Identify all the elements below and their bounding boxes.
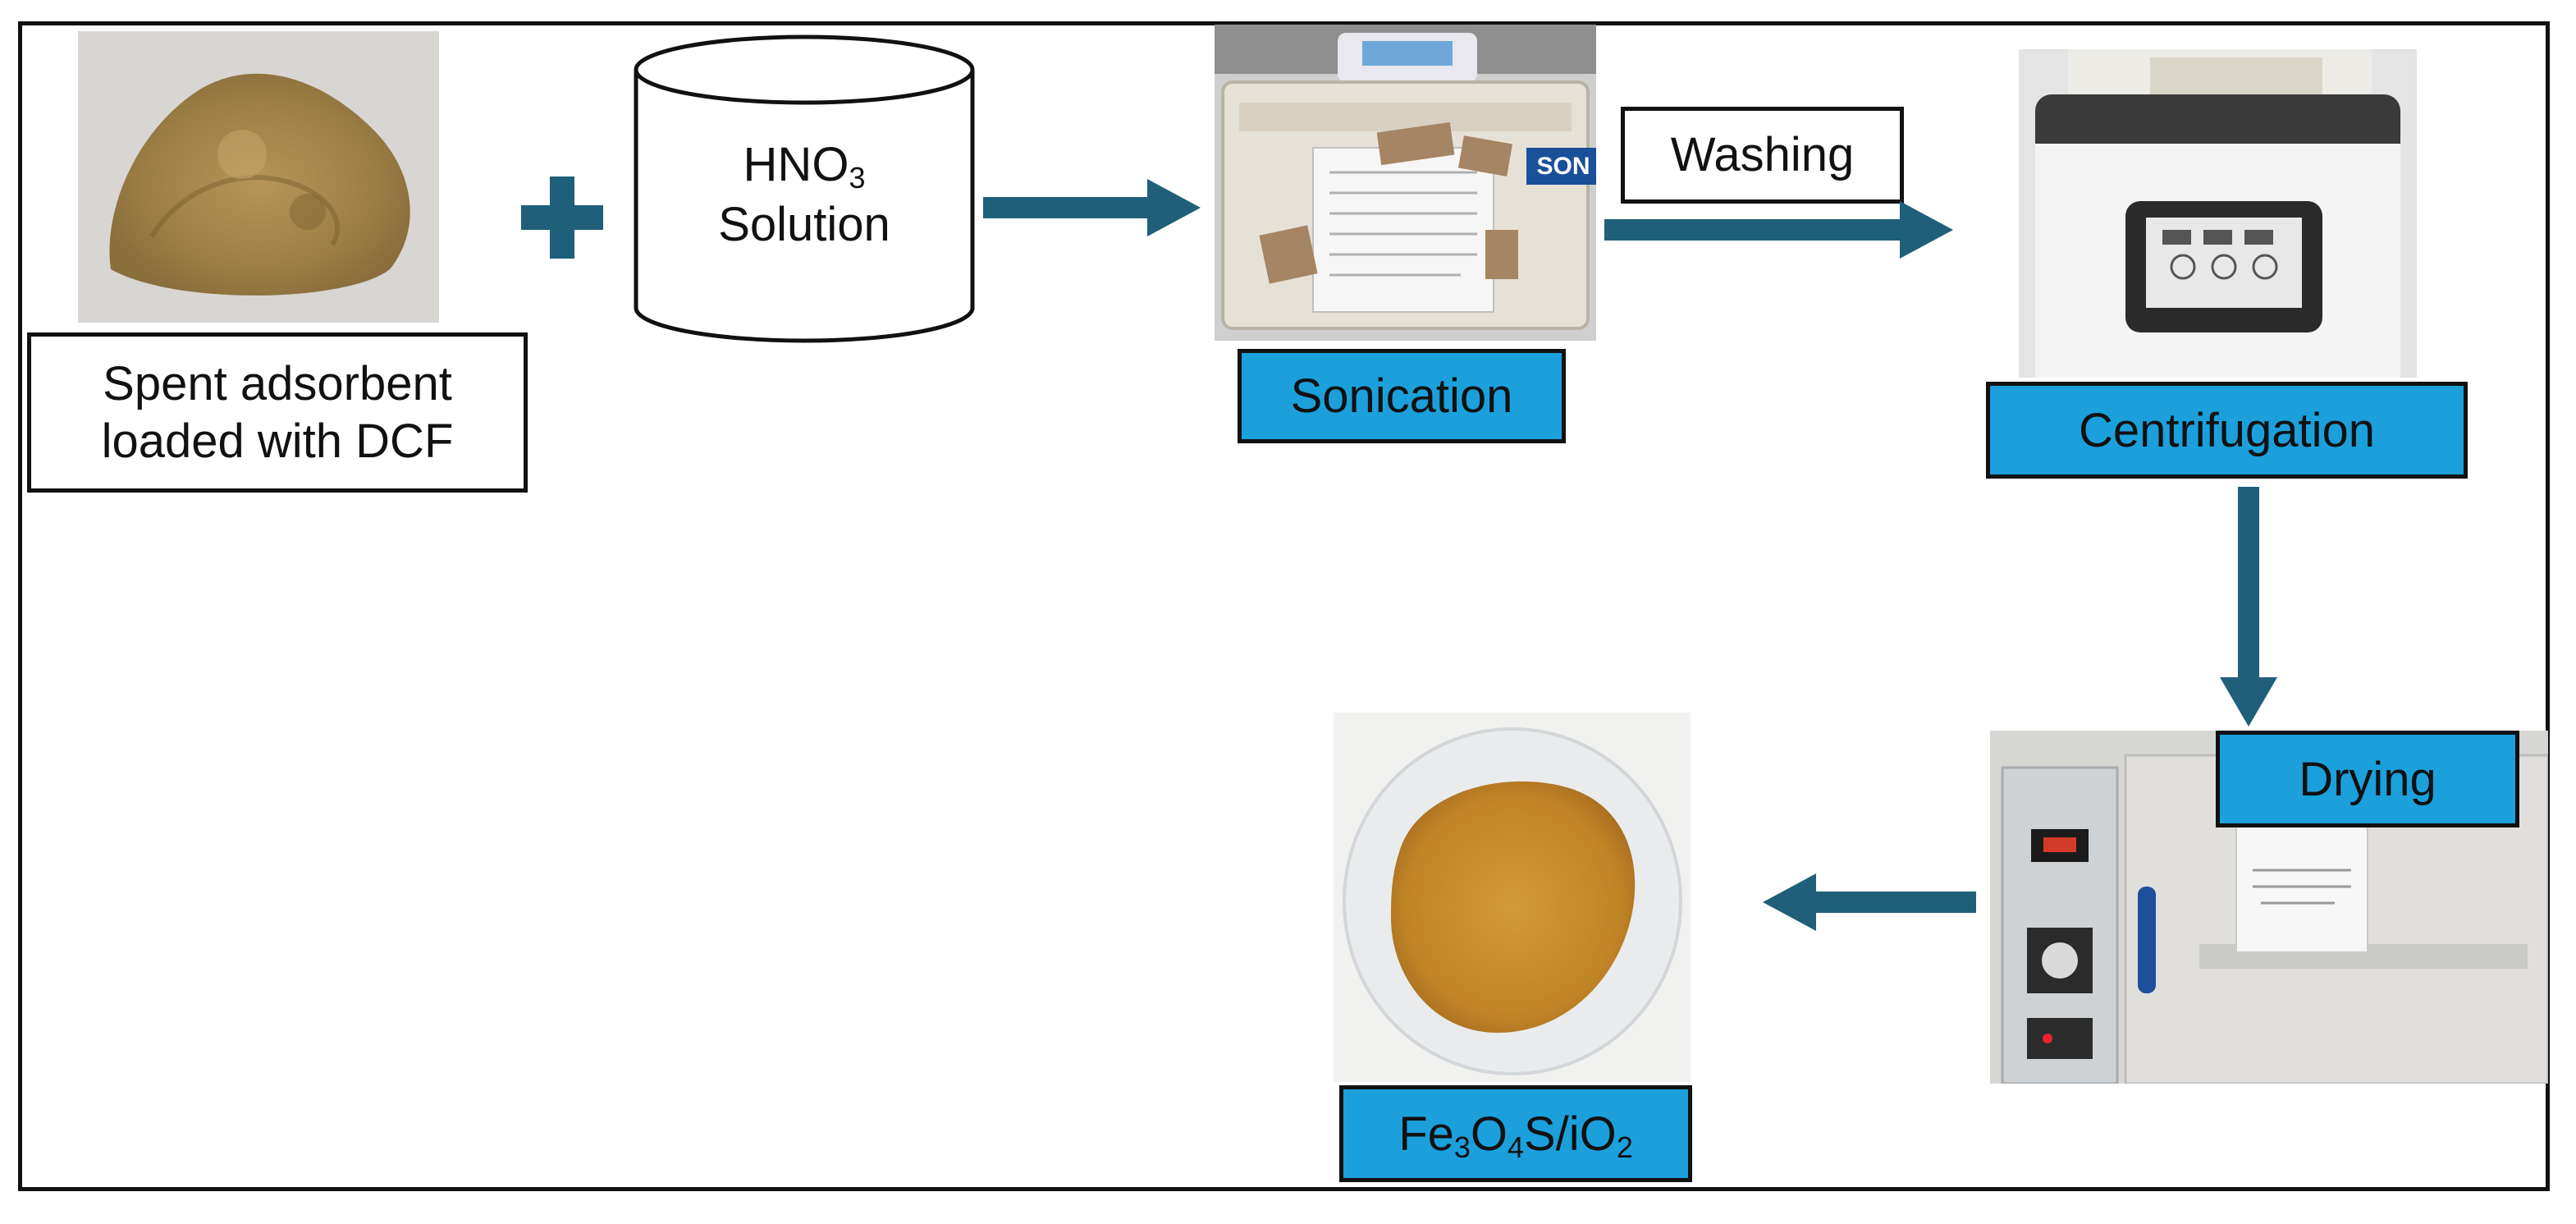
centrifuge-photo (2019, 49, 2417, 378)
solution-text: Solution (718, 197, 890, 251)
sonicator-brand-text: SON (1536, 153, 1590, 180)
centrifugation-label: Centrifugation (1986, 382, 2468, 479)
hno3-label: HNO3 Solution (632, 135, 977, 275)
plus-icon (521, 176, 603, 259)
spent-adsorbent-photo (78, 31, 439, 323)
sonication-label: Sonication (1238, 349, 1566, 443)
arrow-right-icon (1604, 201, 1953, 259)
drying-label: Drying (2216, 731, 2519, 827)
product-powder-photo (1334, 713, 1691, 1082)
washing-label: Washing (1621, 107, 1904, 204)
sonicator-photo (1215, 25, 1596, 341)
product-label: Fe3O4S/iO2 (1339, 1085, 1692, 1182)
spent-adsorbent-line2: loaded with DCF (101, 414, 454, 468)
hno3-name: HNO3 (743, 138, 866, 195)
arrow-right-icon (983, 179, 1201, 236)
spent-adsorbent-label: Spent adsorbent loaded with DCF (27, 332, 528, 493)
arrow-down-icon (2220, 487, 2277, 727)
arrow-left-icon (1763, 873, 1976, 931)
hno3-cylinder-shape (634, 34, 975, 343)
spent-adsorbent-line1: Spent adsorbent (103, 356, 452, 410)
product-formula: Fe3O4S/iO2 (1398, 1107, 1633, 1164)
